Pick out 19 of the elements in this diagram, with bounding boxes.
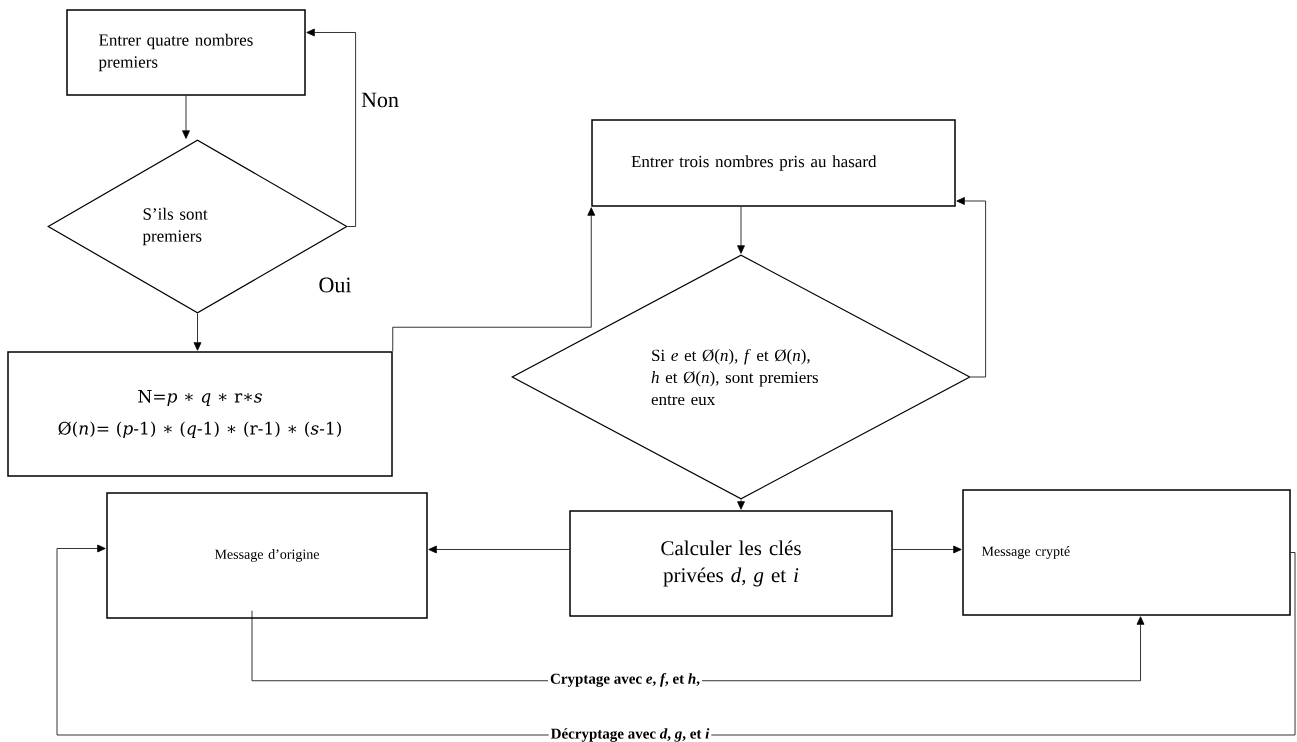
arrow [56,544,1296,736]
edge-label: Non [359,90,401,110]
arrow [737,499,745,510]
arrow [193,313,202,351]
arrow [892,545,962,554]
edge-label: Décryptage avec d, g, et i [548,726,712,742]
process-box: N=p ∗ q ∗ r∗s Ø(n)= (p-1) ∗ (q-1) ∗ (r-1) ∗ (s-1) [7,351,393,477]
process-box: Entrer quatre nombres premiers [66,9,306,96]
arrow [956,197,986,378]
arrow [182,95,190,139]
process-box: Message crypté [962,489,1291,616]
edge-label: Cryptage avec e, f, et h, [548,671,702,689]
arrow [737,206,745,254]
process-box: Calculer les clés privées d, g et i [569,510,893,617]
process-box: Entrer trois nombres pris au hasard [591,119,956,207]
process-box: Message d’origine [106,492,428,619]
arrow [428,545,570,554]
arrow [306,28,356,227]
arrow [392,207,596,352]
